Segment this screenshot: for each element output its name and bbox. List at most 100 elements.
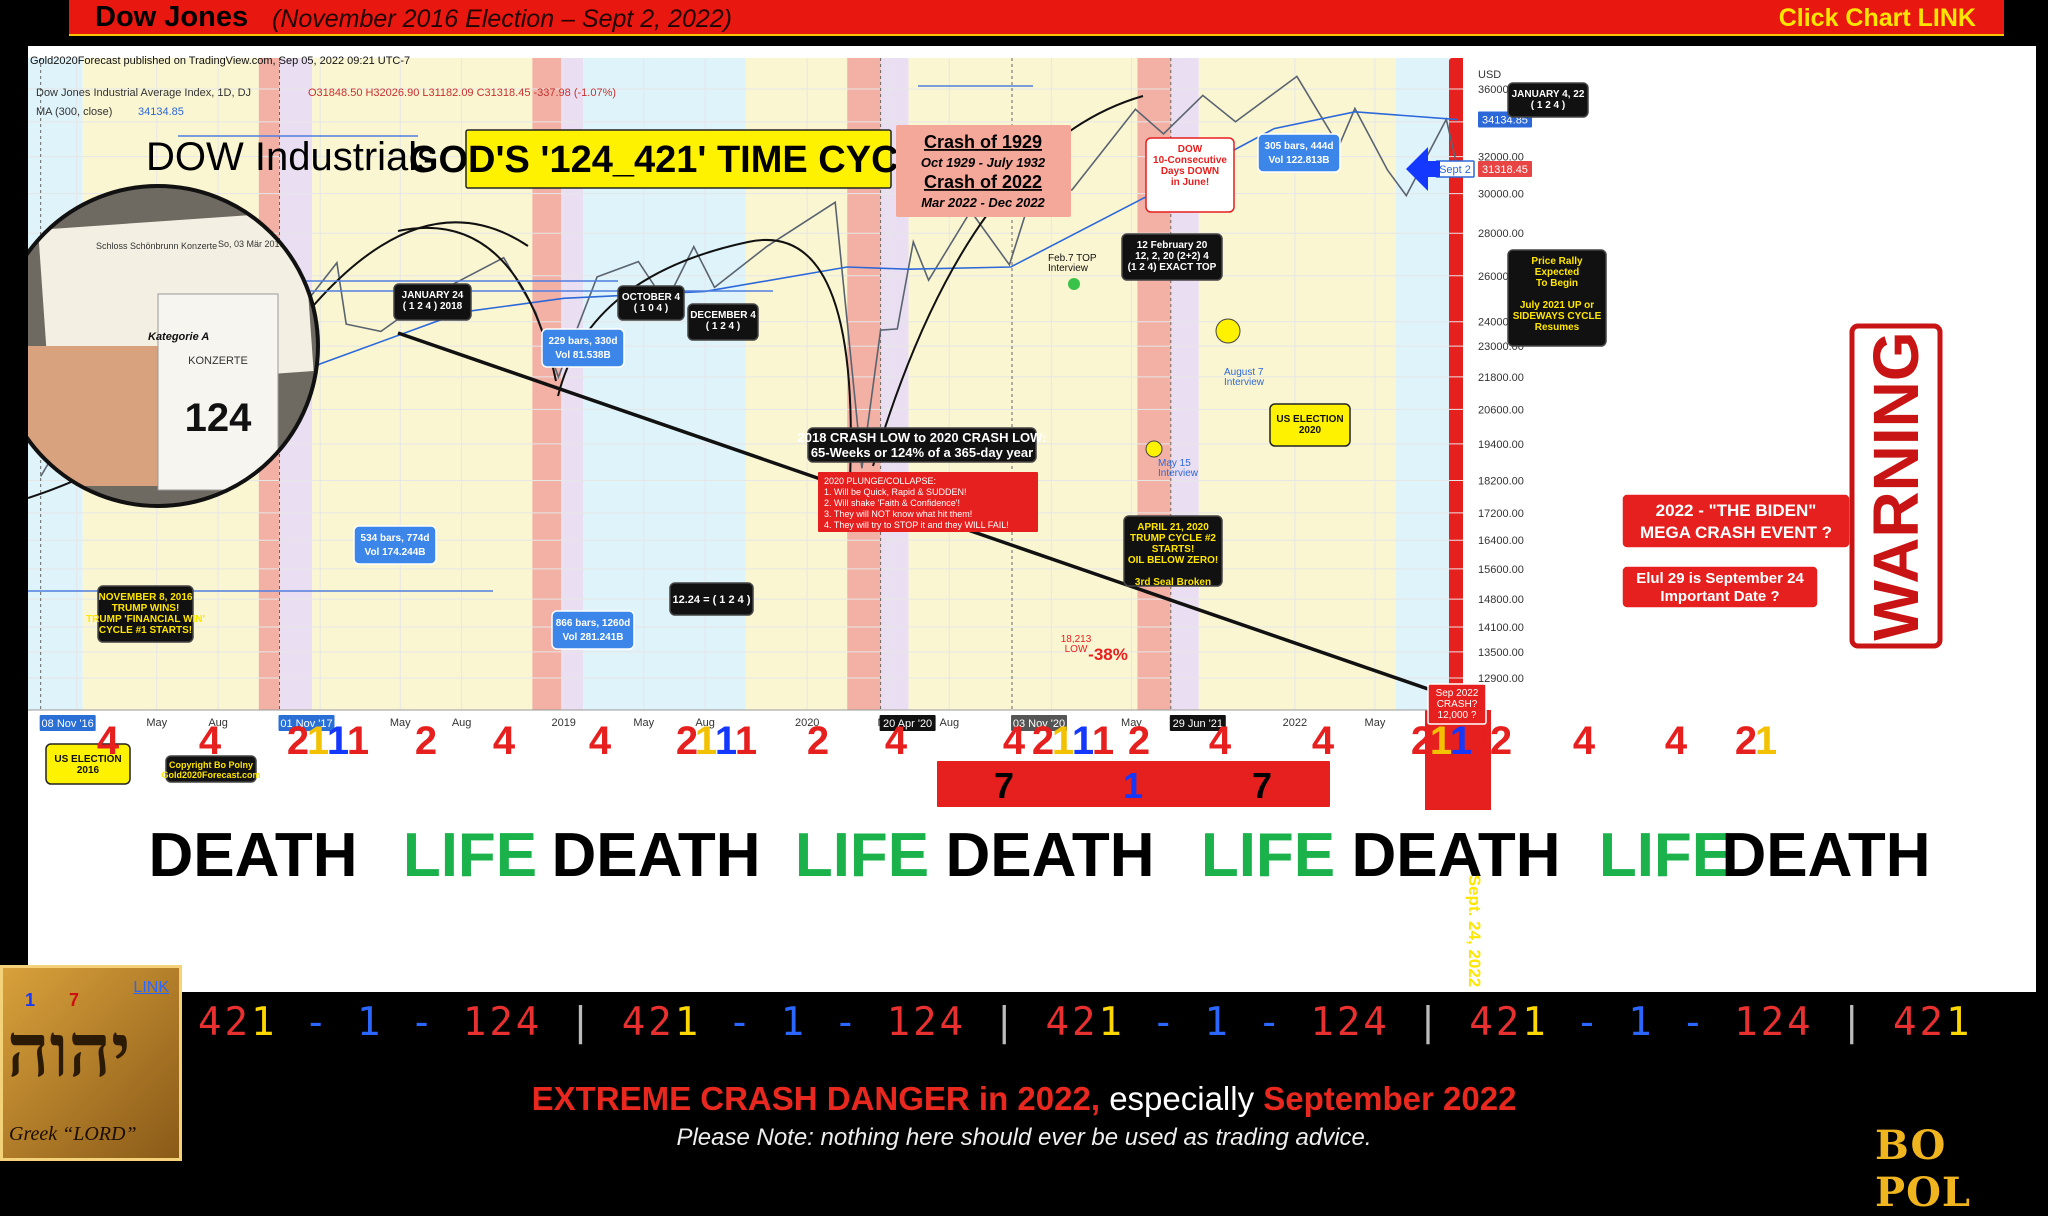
x-marker-badge bbox=[39, 715, 96, 731]
dow-chart: USD36000.0034000.0032000.0030000.0028000… bbox=[0, 55, 1943, 987]
x-tick-label: Aug bbox=[695, 717, 715, 729]
price-rally-callout bbox=[1507, 249, 1607, 347]
cycle-number: 1 bbox=[715, 719, 737, 763]
warning-text: WARNING bbox=[1860, 331, 1932, 640]
bars-callout-text: 534 bars, 774d bbox=[361, 533, 430, 544]
dec4-callout-text: DECEMBER 4 bbox=[690, 310, 756, 321]
copyright-text: Copyright Bo Polny bbox=[169, 760, 253, 770]
chart-panel: USD36000.0034000.0032000.0030000.0028000… bbox=[0, 46, 2036, 992]
x-tick-label: 2020 bbox=[795, 717, 819, 729]
low-label: LOW bbox=[1065, 644, 1088, 655]
feb12-callout bbox=[1121, 233, 1223, 281]
cycle-number: 1 bbox=[1092, 719, 1114, 763]
y-tick-label: 18200.00 bbox=[1478, 475, 1524, 487]
sept24-label: Sept. 24, 2022 bbox=[1465, 875, 1484, 987]
dec4-callout bbox=[687, 303, 759, 341]
cycle-number: 4 bbox=[199, 719, 222, 763]
cycle-number: 2 bbox=[1411, 719, 1433, 763]
one-label: 1 bbox=[1123, 765, 1143, 806]
may15-label: Interview bbox=[1158, 468, 1199, 479]
death-label: DEATH bbox=[149, 821, 358, 890]
sept2-label: Sept 2 bbox=[1439, 164, 1471, 176]
price-tag bbox=[1478, 160, 1532, 177]
price-value-label: 31318.45 bbox=[1482, 164, 1528, 176]
cycle-title: GOD'S '124_421' TIME CYCLE bbox=[409, 139, 947, 181]
cycle-number: 1 bbox=[1052, 719, 1074, 763]
x-tick-label: Aug bbox=[452, 717, 472, 729]
hebrew-text: יהוה bbox=[7, 1008, 131, 1094]
us-election-2020-text: US ELECTION bbox=[1276, 414, 1343, 425]
dec4-callout-text: ( 1 2 4 ) bbox=[706, 321, 740, 332]
ma-legend-value: 34134.85 bbox=[138, 106, 184, 118]
bars-callout-text: 305 bars, 444d bbox=[1265, 141, 1334, 152]
cycle-strip: 421 - 1 - 124 | 421 - 1 - 124 | 421 - 1 … bbox=[198, 1000, 1973, 1045]
x-marker-label: 03 Nov '20 bbox=[1013, 718, 1065, 730]
symbol-label: Dow Jones Industrial Average Index, 1D, … bbox=[36, 87, 251, 99]
ma-line bbox=[217, 110, 1458, 419]
chart-link[interactable]: Click Chart LINK bbox=[1778, 4, 1976, 32]
may15-label: May 15 bbox=[1158, 458, 1191, 469]
price-rally-callout-text: To Begin bbox=[1536, 278, 1578, 289]
cycle-number: 1 bbox=[735, 719, 757, 763]
biden-callout-text: 2022 - "THE BIDEN" bbox=[1656, 501, 1817, 520]
cycle-number: 1 bbox=[327, 719, 349, 763]
price-rally-callout-text: Price Rally bbox=[1531, 256, 1583, 267]
elul-callout-text: Important Date ? bbox=[1660, 588, 1779, 605]
crash-box-line: Oct 1929 - July 1932 bbox=[921, 155, 1046, 170]
dow10-callout-text: Days DOWN bbox=[1161, 166, 1219, 177]
us-election-2020 bbox=[1269, 403, 1351, 447]
yhwh-card[interactable]: 1 7 LINK יהוה Greek “LORD” bbox=[0, 965, 182, 1161]
oct4-callout bbox=[617, 285, 685, 321]
danger-text-2: especially bbox=[1109, 1080, 1255, 1117]
number-1: 1 bbox=[25, 990, 36, 1010]
cycle-number: 4 bbox=[589, 719, 612, 763]
seven-label: 7 bbox=[994, 765, 1014, 806]
plunge-box bbox=[818, 472, 1038, 532]
warning-frame bbox=[1849, 323, 1943, 649]
apr21-callout-text: TRUMP CYCLE #2 bbox=[1130, 533, 1216, 544]
bars-callout bbox=[1257, 133, 1341, 173]
life-label: LIFE bbox=[1599, 821, 1733, 890]
bars-callout-text: 866 bars, 1260d bbox=[556, 618, 631, 629]
death-label: DEATH bbox=[1722, 821, 1931, 890]
jan4-callout bbox=[1507, 82, 1589, 118]
crash-box-line: Mar 2022 - Dec 2022 bbox=[921, 195, 1045, 210]
bars-callout-text: Vol 281.241B bbox=[563, 632, 624, 643]
aug7-label: Interview bbox=[1224, 377, 1265, 388]
cycle-number: 4 bbox=[493, 719, 516, 763]
us-election-2020-text: 2020 bbox=[1299, 425, 1322, 436]
bars-callout bbox=[541, 328, 625, 368]
bo-polny-logo: BO POL bbox=[1875, 1122, 1972, 1216]
elul-callout-text: Elul 29 is September 24 bbox=[1636, 570, 1804, 587]
y-axis-label: USD bbox=[1478, 69, 1501, 81]
bars-callout bbox=[551, 610, 635, 650]
x-marker-label: 01 Nov '17 bbox=[280, 718, 332, 730]
dow-industrials-title: DOW Industrials bbox=[146, 135, 437, 179]
biden-callout-text: MEGA CRASH EVENT ? bbox=[1640, 523, 1832, 542]
ticket-text: So, 03 Mär 2019 bbox=[218, 239, 285, 249]
plunge-text: 3. They will NOT know what hit them! bbox=[824, 509, 972, 519]
plunge-text: 4. They will try to STOP it and they WIL… bbox=[824, 520, 1009, 530]
copyright bbox=[165, 755, 257, 783]
y-tick-label: 16400.00 bbox=[1478, 535, 1524, 547]
nov8-callout-text: TRUMP 'FINANCIAL WIN' bbox=[86, 614, 205, 625]
sep2022-text: Sep 2022 bbox=[1436, 688, 1479, 699]
cycle-number: 1 bbox=[1470, 719, 1492, 763]
nov8-callout-text: NOVEMBER 8, 2016 bbox=[99, 592, 193, 603]
ticket-ring bbox=[0, 184, 320, 508]
link-label[interactable]: LINK bbox=[133, 979, 169, 996]
x-tick-label: 2022 bbox=[1283, 717, 1307, 729]
price-rally-callout-text: SIDEWAYS CYCLE bbox=[1513, 311, 1602, 322]
x-marker-label: 29 Jun '21 bbox=[1173, 718, 1223, 730]
crash-low-callout-text: 65-Weeks or 124% of a 365-day year bbox=[811, 445, 1033, 460]
page-title: Dow Jones bbox=[95, 1, 249, 33]
bars-callout-text: Vol 81.538B bbox=[555, 350, 610, 361]
x-marker-label: 20 Apr '20 bbox=[883, 718, 932, 730]
cycle-number: 1 bbox=[1430, 719, 1452, 763]
ticket-text: Schloss Schönbrunn Konzerte bbox=[96, 241, 217, 251]
price-rally-callout-text: July 2021 UP or bbox=[1520, 300, 1594, 311]
y-tick-label: 30000.00 bbox=[1478, 189, 1524, 201]
apr21-callout bbox=[1123, 515, 1223, 587]
x-marker-badge bbox=[879, 715, 936, 731]
danger-text-1: EXTREME CRASH DANGER in 2022, bbox=[531, 1080, 1101, 1117]
